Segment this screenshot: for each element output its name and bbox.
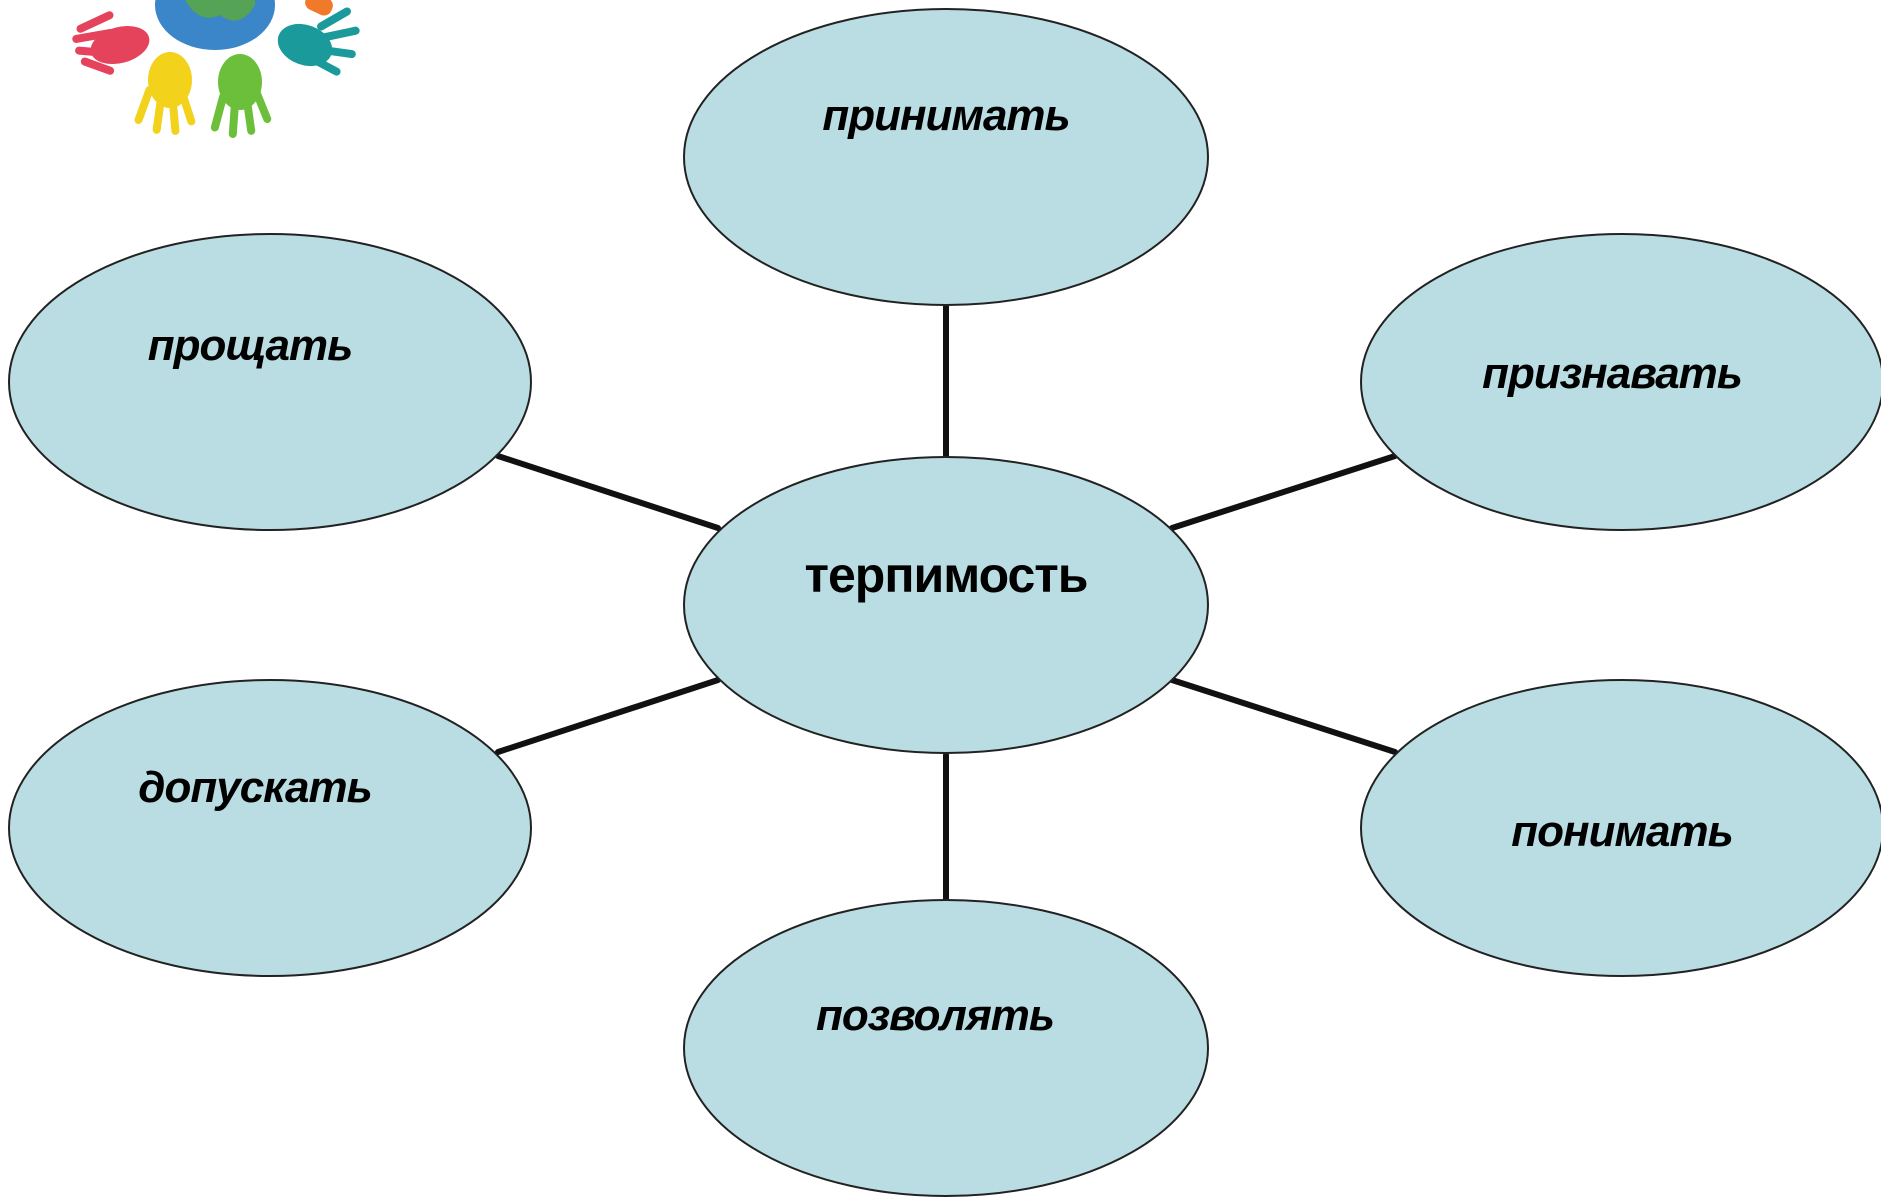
connector-upper-right <box>1169 453 1398 531</box>
teal-hand-icon <box>277 7 360 76</box>
node-upper-left: прощать <box>8 233 532 531</box>
node-bottom-ellipse <box>683 899 1209 1197</box>
connector-lower-left <box>495 677 721 755</box>
node-top: принимать <box>683 8 1209 306</box>
node-upper-right: признавать <box>1360 233 1881 531</box>
node-bottom-label: позволять <box>816 991 1054 1040</box>
node-upper-right-ellipse <box>1360 233 1881 531</box>
hands-globe-logo <box>72 0 360 138</box>
node-upper-left-label: прощать <box>148 321 353 370</box>
node-lower-left: допускать <box>8 679 532 977</box>
node-lower-right-label: понимать <box>1511 807 1732 856</box>
green-hand-icon <box>210 54 272 138</box>
node-center-ellipse <box>683 456 1209 754</box>
globe-land-icon <box>185 0 255 21</box>
node-top-ellipse <box>683 8 1209 306</box>
connector-lower-right <box>1169 677 1398 755</box>
yellow-hand-icon <box>134 52 196 135</box>
node-top-label: принимать <box>822 91 1069 140</box>
node-bottom: позволять <box>683 899 1209 1197</box>
node-lower-left-label: допускать <box>138 763 371 812</box>
node-lower-right-ellipse <box>1360 679 1881 977</box>
red-hand-icon <box>72 11 150 75</box>
node-center: терпимость <box>683 456 1209 754</box>
node-lower-right: понимать <box>1360 679 1881 977</box>
node-center-label: терпимость <box>804 547 1087 603</box>
node-upper-right-label: признавать <box>1482 349 1742 398</box>
connectors <box>495 302 1398 905</box>
connector-upper-left <box>495 453 721 531</box>
node-lower-left-ellipse <box>8 679 532 977</box>
orange-hand-icon <box>305 0 333 16</box>
node-upper-left-ellipse <box>8 233 532 531</box>
